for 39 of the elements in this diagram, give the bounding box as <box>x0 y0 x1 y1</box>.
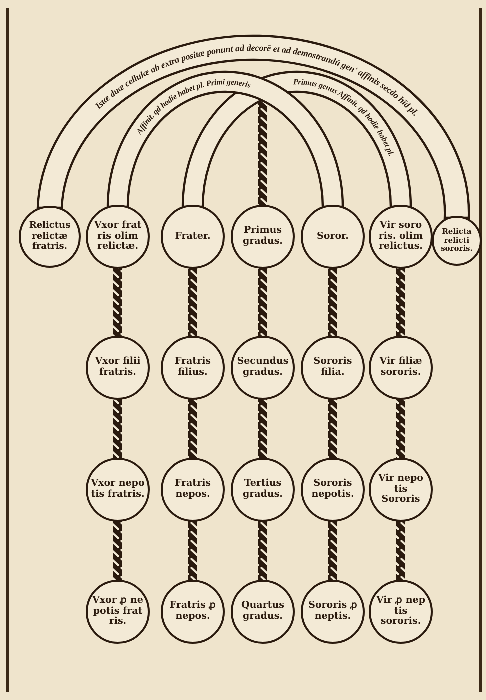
node-text: Secundus gradus. <box>236 357 290 379</box>
braided-connector <box>114 268 122 337</box>
braided-connector <box>396 521 406 581</box>
node-text: Vir nepo tis Sororis <box>377 474 425 506</box>
braided-connector <box>396 268 406 337</box>
arched-band <box>36 34 470 220</box>
braided-connector <box>258 268 268 337</box>
arched-band <box>106 71 344 208</box>
node-text: Vxor ꝓ ne potis frat ris. <box>92 596 144 628</box>
braided-connector <box>396 399 406 459</box>
node-text: Sororis nepotis. <box>310 479 356 501</box>
braided-connector <box>114 399 122 459</box>
node-text: Frater. <box>175 232 211 242</box>
node-text: Fratris ꝓ nepos. <box>168 601 218 623</box>
braided-connector <box>114 521 122 581</box>
node-text: Vxor filii fratris. <box>94 357 142 379</box>
node-text: Sororis ꝓ neptis. <box>308 601 358 623</box>
braided-connector <box>188 521 198 581</box>
node-text: Soror. <box>317 232 349 242</box>
node-text: Vir soro ris. olim relictus. <box>378 220 424 254</box>
node-text: Vxor frat ris olim relictæ. <box>93 220 143 254</box>
node-text: Fratris filius. <box>174 357 212 379</box>
braided-connector <box>328 521 338 581</box>
circle-node <box>432 216 482 266</box>
braided-connector <box>188 399 198 459</box>
node-text: Sororis filia. <box>312 357 354 379</box>
node-text: Fratris nepos. <box>174 479 212 501</box>
braided-connector <box>258 521 268 581</box>
node-text: Vir ꝓ nep tis sororis. <box>375 596 426 628</box>
node-text: Quartus gradus. <box>240 601 286 623</box>
braided-connector <box>258 399 268 459</box>
braided-connector <box>328 399 338 459</box>
node-text: Vir filiæ sororis. <box>378 357 424 379</box>
braided-connector <box>188 268 198 337</box>
node-text: Vxor nepo tis fratris. <box>90 479 146 501</box>
braided-connector <box>328 268 338 337</box>
node-text: Relictus relictæ fratris. <box>28 221 72 253</box>
node-text: Primus gradus. <box>242 226 284 248</box>
node-text: Tertius gradus. <box>242 479 284 501</box>
